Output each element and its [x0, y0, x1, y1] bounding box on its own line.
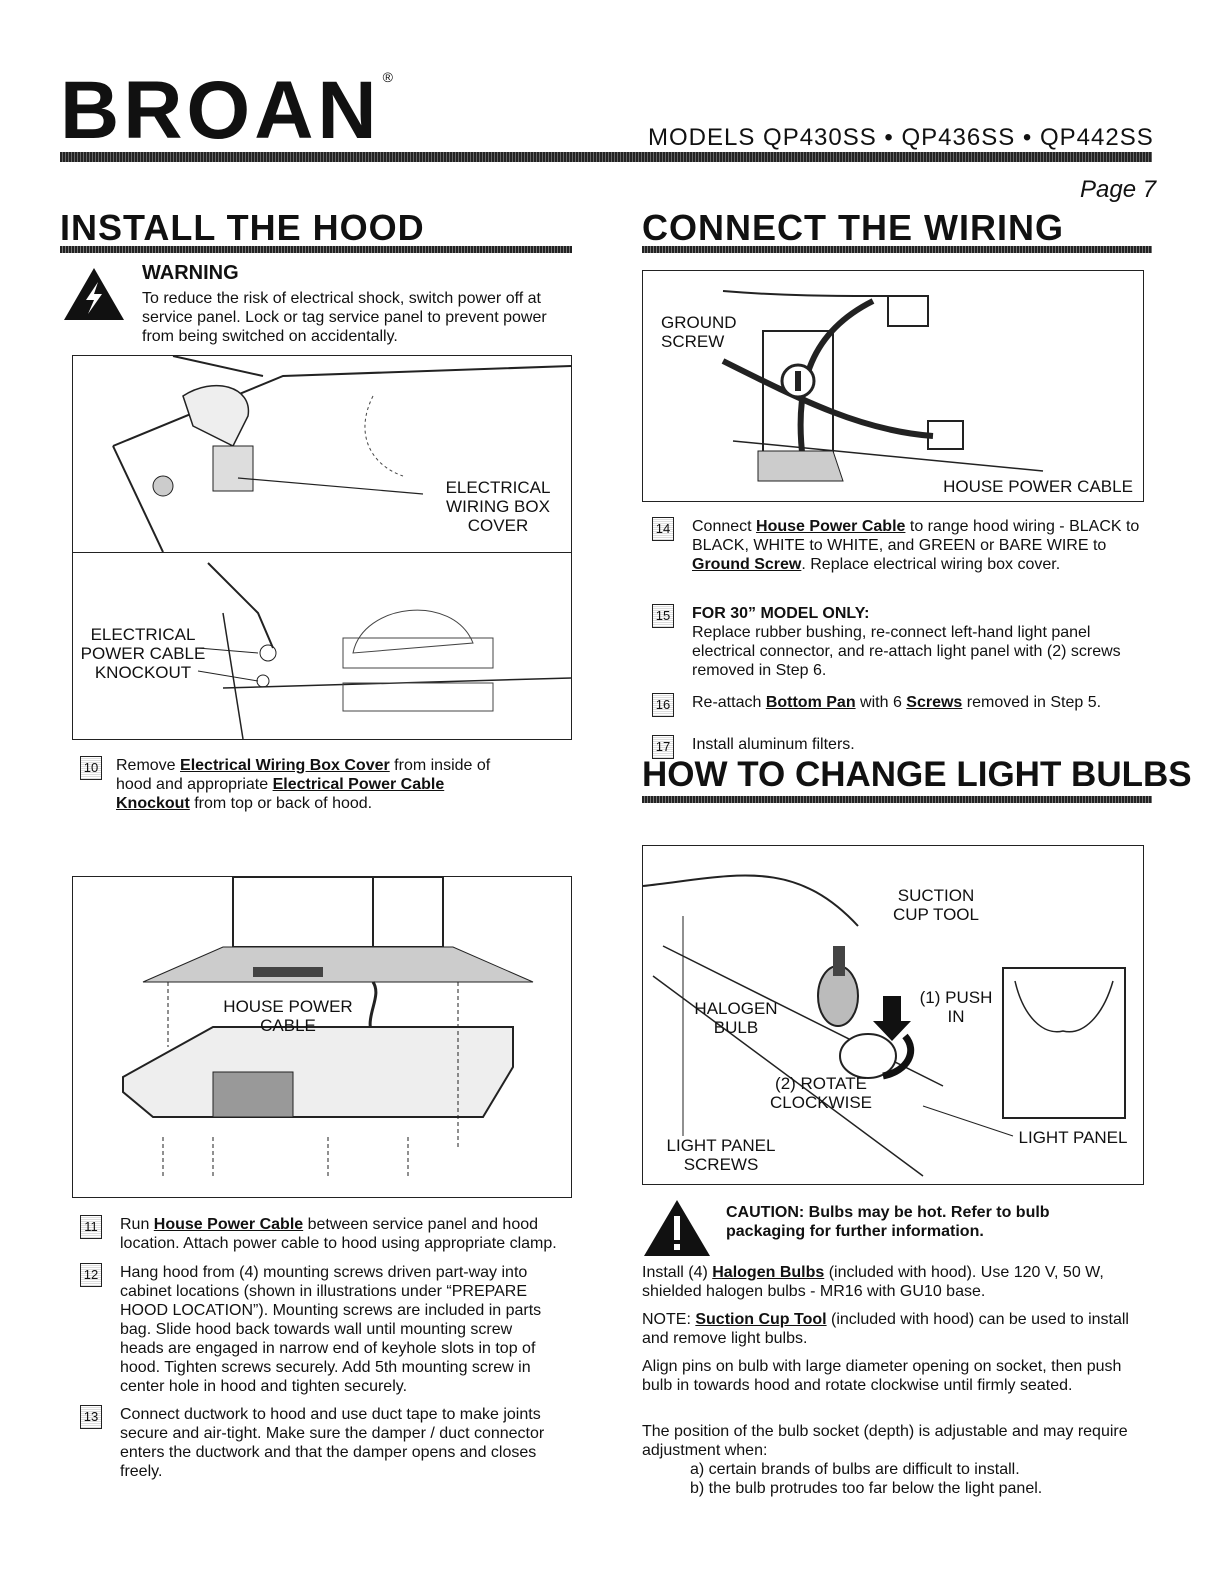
electrical-warning-icon: [62, 266, 126, 322]
house-power-cable-label: HOUSE POWER CABLE: [943, 477, 1133, 496]
section-rule: [642, 796, 1152, 803]
change-bulbs-title: HOW TO CHANGE LIGHT BULBS: [642, 755, 1192, 794]
wiring-box-cover-figure: ELECTRICAL WIRING BOX COVER: [72, 355, 572, 553]
cable-knockout-figure: ELECTRICAL POWER CABLE KNOCKOUT: [72, 552, 572, 740]
step-15: 15: [652, 604, 674, 628]
suction-cup-tool-label: SUCTION CUP TOOL: [893, 886, 979, 924]
step-number: 12: [80, 1263, 102, 1287]
light-bulb-figure: SUCTION CUP TOOL HALOGEN BULB (1) PUSH I…: [642, 845, 1144, 1185]
step-number: 10: [80, 756, 102, 780]
connect-wiring-title: CONNECT THE WIRING: [642, 207, 1064, 248]
step-17: 17: [652, 735, 674, 759]
halogen-bulb-label: HALOGEN BULB: [694, 999, 778, 1037]
wiring-box-cover-label: ELECTRICAL WIRING BOX COVER: [445, 478, 551, 535]
cable-knockout-label: ELECTRICAL POWER CABLE KNOCKOUT: [80, 625, 206, 682]
step-17-text: Install aluminum filters.: [692, 736, 855, 753]
step-number: 14: [652, 517, 674, 541]
bulbs-para-4: The position of the bulb socket (depth) …: [642, 1423, 1128, 1459]
step-12-text: Hang hood from (4) mounting screws drive…: [120, 1264, 542, 1395]
step-number: 13: [80, 1405, 102, 1429]
step-11: 11: [80, 1215, 102, 1239]
push-in-label: (1) PUSH IN: [919, 988, 993, 1026]
section-rule: [642, 246, 1152, 253]
step-16: 16: [652, 693, 674, 717]
bulbs-para-3: Align pins on bulb with large diameter o…: [642, 1358, 1122, 1394]
caution-text: CAUTION: Bulbs may be hot. Refer to bulb…: [726, 1204, 1050, 1240]
section-rule: [60, 246, 572, 253]
bulbs-para-4b: b) the bulb protrudes too far below the …: [690, 1480, 1043, 1497]
step-16-text: Re-attach Bottom Pan with 6 Screws remov…: [692, 694, 1102, 711]
page-number: Page 7: [1080, 176, 1157, 203]
step-number: 11: [80, 1215, 102, 1239]
ground-screw-label: GROUND SCREW: [661, 313, 737, 351]
step-number: 17: [652, 735, 674, 759]
hang-hood-figure: HOUSE POWER CABLE: [72, 876, 572, 1198]
step-14-text: Connect House Power Cable to range hood …: [692, 518, 1140, 573]
warning-text: To reduce the risk of electrical shock, …: [142, 290, 547, 345]
broan-logo: BROAN®: [60, 65, 397, 156]
light-panel-label: LIGHT PANEL: [1018, 1128, 1128, 1147]
warning-title: WARNING: [142, 262, 239, 284]
house-power-cable-label: HOUSE POWER CABLE: [223, 997, 353, 1035]
bulbs-para-4a: a) certain brands of bulbs are difficult…: [690, 1461, 1020, 1478]
caution-icon: [642, 1198, 712, 1258]
wiring-figure: GROUND SCREW HOUSE POWER CABLE: [642, 270, 1144, 502]
install-hood-title: INSTALL THE HOOD: [60, 207, 425, 248]
step-12: 12: [80, 1263, 102, 1287]
step-13: 13: [80, 1405, 102, 1429]
header-rule: [60, 152, 1152, 162]
models-heading: MODELS QP430SS • QP436SS • QP442SS: [648, 124, 1154, 151]
step-number: 16: [652, 693, 674, 717]
light-panel-screws-label: LIGHT PANEL SCREWS: [666, 1136, 776, 1174]
step-13-text: Connect ductwork to hood and use duct ta…: [120, 1406, 545, 1480]
bulbs-para-1: Install (4) Halogen Bulbs (included with…: [642, 1264, 1104, 1300]
rotate-clockwise-label: (2) ROTATE CLOCKWISE: [769, 1074, 873, 1112]
step-10-text: Remove Electrical Wiring Box Cover from …: [116, 757, 491, 812]
step-10: 10: [80, 756, 102, 780]
step-11-text: Run House Power Cable between service pa…: [120, 1216, 557, 1252]
step-15-text: FOR 30” MODEL ONLY:Replace rubber bushin…: [692, 605, 1121, 679]
bulbs-para-2: NOTE: Suction Cup Tool (included with ho…: [642, 1311, 1129, 1347]
step-number: 15: [652, 604, 674, 628]
step-14: 14: [652, 517, 674, 541]
